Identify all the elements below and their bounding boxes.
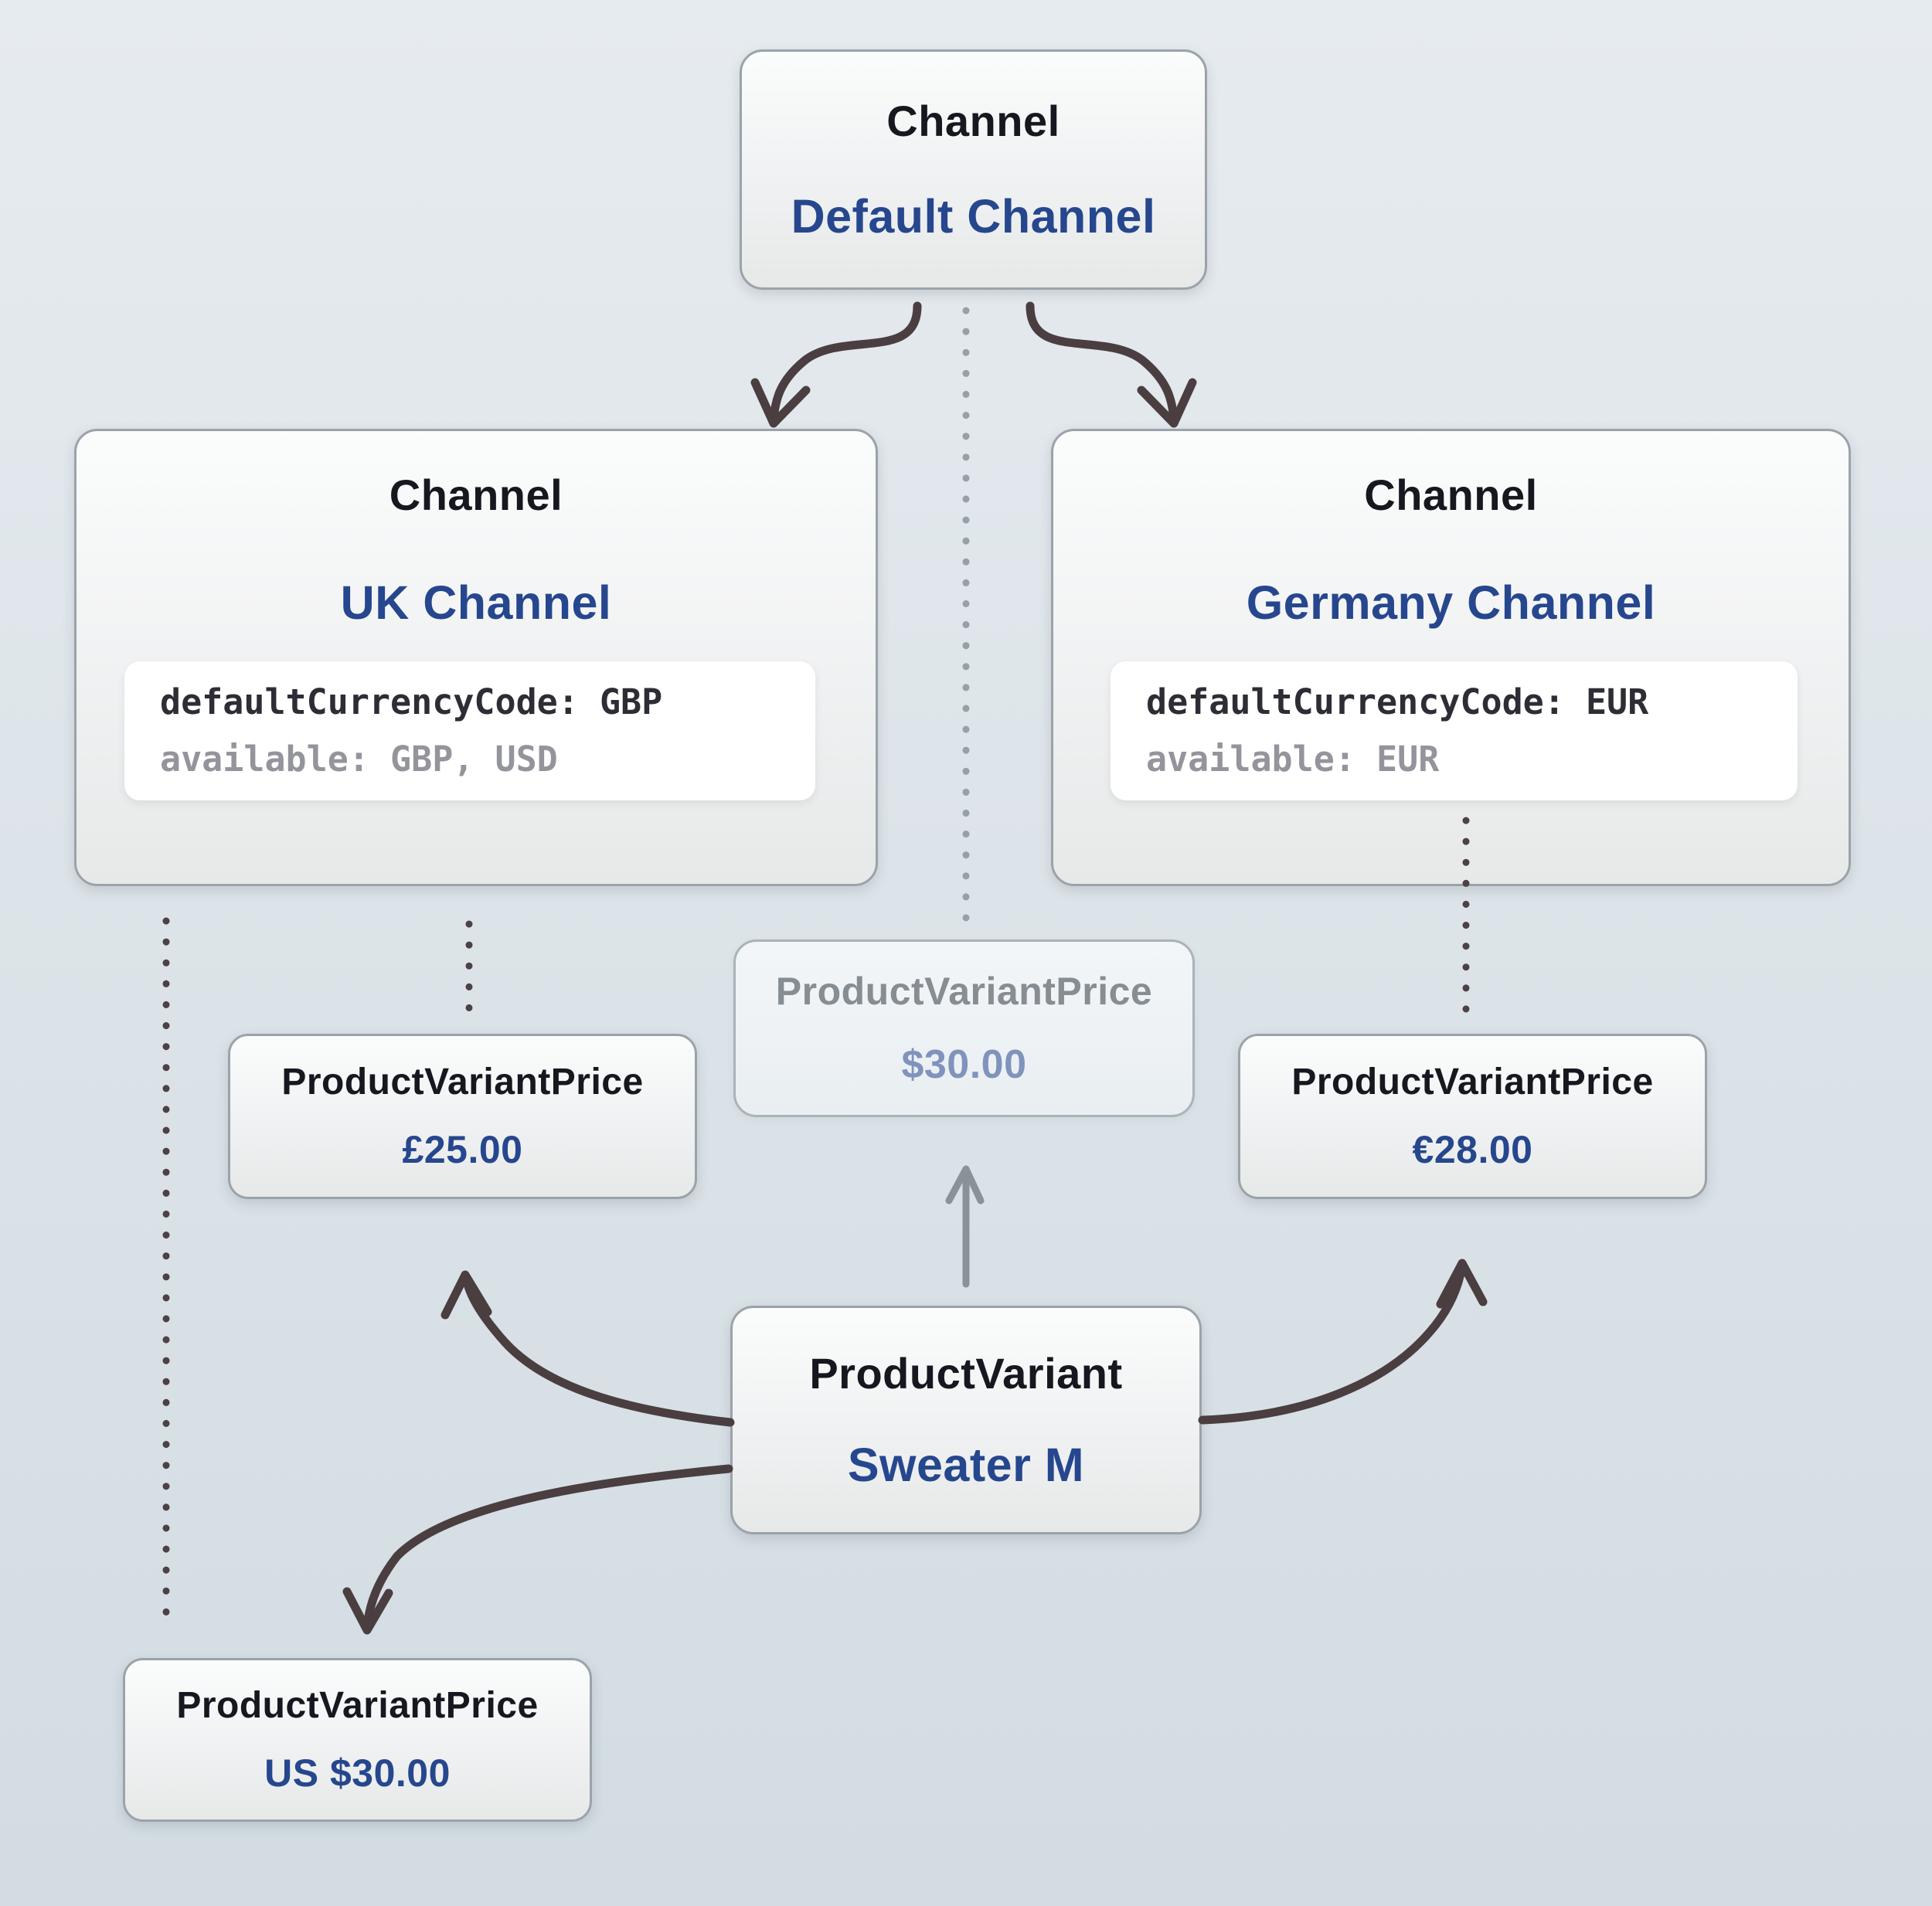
node-type-label: ProductVariantPrice <box>281 1061 644 1102</box>
node-type-label: Channel <box>389 471 563 519</box>
node-name-label: Sweater M <box>847 1439 1085 1492</box>
node-type-label: ProductVariantPrice <box>1291 1061 1654 1102</box>
arrowhead-default-to-germany-channel <box>1137 378 1197 428</box>
node-type-label: Channel <box>886 96 1060 145</box>
node-default-channel: Channel Default Channel <box>740 49 1207 290</box>
price-value-label: €28.00 <box>1412 1128 1533 1172</box>
node-uk-price: ProductVariantPrice £25.00 <box>228 1034 697 1199</box>
price-value-label: $30.00 <box>901 1041 1027 1087</box>
price-value-label: US $30.00 <box>264 1751 451 1795</box>
arrow-variant-to-us-price <box>362 1464 733 1633</box>
node-name-label: UK Channel <box>340 576 612 629</box>
arrow-variant-to-uk-price <box>461 1273 735 1427</box>
arrowhead-variant-to-germany-price <box>1436 1259 1488 1309</box>
node-name-label: Default Channel <box>791 190 1156 243</box>
node-uk-channel: Channel UK Channel defaultCurrencyCode: … <box>74 429 878 886</box>
node-germany-price: ProductVariantPrice €28.00 <box>1238 1034 1707 1199</box>
arrowhead-variant-to-ghost-price <box>945 1165 985 1204</box>
default-currency-line: defaultCurrencyCode: GBP <box>160 681 663 722</box>
node-type-label: ProductVariant <box>809 1348 1123 1398</box>
arrowhead-default-to-uk-channel <box>750 378 811 428</box>
price-value-label: £25.00 <box>402 1128 523 1172</box>
node-us-price: ProductVariantPrice US $30.00 <box>123 1658 592 1822</box>
node-product-variant: ProductVariant Sweater M <box>730 1306 1202 1534</box>
node-type-label: ProductVariantPrice <box>176 1685 539 1726</box>
available-currencies-line: available: GBP, USD <box>160 739 558 780</box>
arrow-default-to-uk-channel <box>769 301 922 425</box>
node-germany-channel: Channel Germany Channel defaultCurrencyC… <box>1051 429 1851 886</box>
available-currencies-line: available: EUR <box>1146 739 1440 780</box>
node-default-price-ghost: ProductVariantPrice $30.00 <box>733 939 1195 1117</box>
node-name-label: Germany Channel <box>1246 576 1656 629</box>
arrowhead-variant-to-us-price <box>342 1587 393 1635</box>
arrow-default-to-germany-channel <box>1026 301 1179 425</box>
default-currency-line: defaultCurrencyCode: EUR <box>1146 681 1649 722</box>
germany-currency-code-block: defaultCurrencyCode: EUR available: EUR <box>1111 661 1798 800</box>
arrowhead-variant-to-uk-price <box>440 1270 492 1320</box>
uk-currency-code-block: defaultCurrencyCode: GBP available: GBP,… <box>124 661 815 800</box>
node-type-label: Channel <box>1364 471 1538 519</box>
arrow-variant-to-germany-price <box>1198 1261 1467 1425</box>
node-type-label: ProductVariantPrice <box>775 970 1153 1014</box>
